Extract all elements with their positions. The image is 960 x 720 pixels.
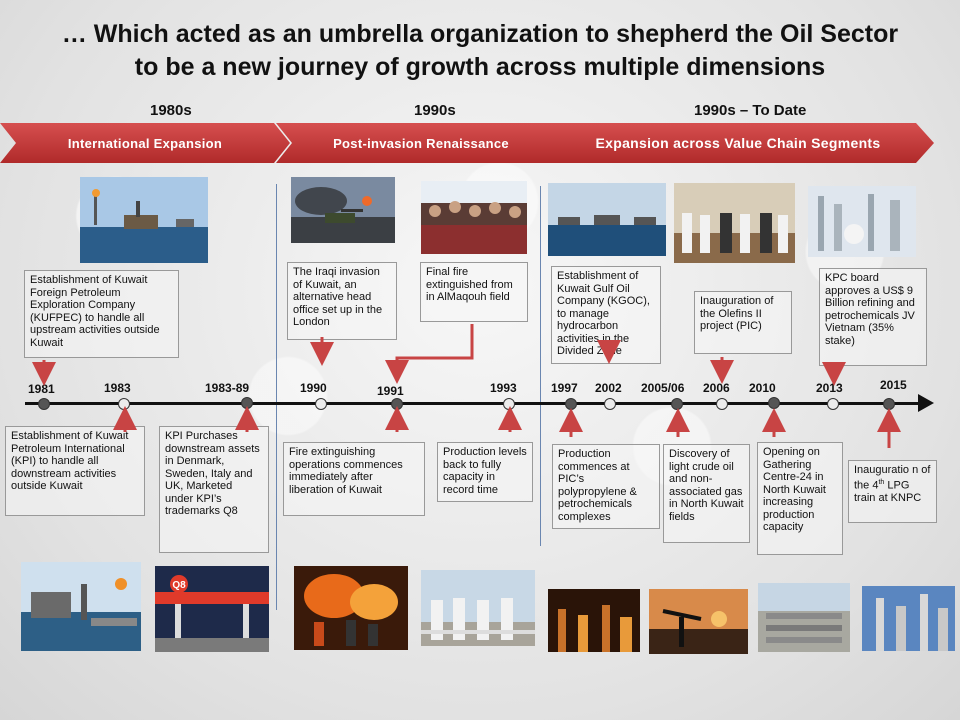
era-divider (540, 186, 541, 546)
banner-label: International Expansion (67, 135, 223, 151)
milestone-dot-2006 (716, 398, 728, 410)
year-label-2005-06: 2005/06 (641, 381, 685, 395)
event-olefins: Inauguration of the Olefins II project (… (694, 291, 792, 354)
event-gathering-centre: Opening on Gathering Centre-24 in North … (757, 442, 843, 555)
officials-visit-photo (421, 570, 535, 646)
title-line-1: … Which acted as an umbrella organizatio… (61, 20, 899, 48)
milestone-dot-1990 (315, 398, 327, 410)
event-kufpec: Establishment of Kuwait Foreign Petroleu… (24, 270, 179, 358)
era-label-1990s: 1990s (414, 102, 456, 119)
offshore-field-photo (548, 183, 666, 256)
timeline-axis (25, 402, 923, 405)
lpg-plant-photo (862, 586, 955, 651)
petrochemical-plant-night-photo (548, 589, 640, 652)
q8-logo: Q8 (172, 580, 186, 591)
year-label-2002: 2002 (595, 381, 622, 395)
offshore-platform-photo (80, 177, 208, 263)
banner-international-expansion: International Expansion (0, 123, 290, 163)
event-kpc-board: KPC board approves a US$ 9 Billion refin… (819, 268, 927, 366)
firefighters-photo (294, 566, 408, 650)
refinery-inspection-photo (808, 186, 916, 257)
event-fire-operations: Fire extinguishing operations commences … (283, 442, 425, 516)
event-lpg-train: Inauguratio n of the 4th LPG train at KN… (848, 460, 937, 523)
gathering-centre-photo (758, 583, 850, 652)
year-label-1991: 1991 (377, 384, 404, 398)
event-production-back: Production levels back to fully capacity… (437, 442, 533, 502)
year-label-1983: 1983 (104, 381, 131, 395)
event-pic-production: Production commences at PIC’s polypropyl… (552, 444, 660, 529)
event-kpi: Establishment of Kuwait Petroleum Intern… (5, 426, 145, 516)
event-final-fire: Final fire extinguished from in AlMaqouh… (420, 262, 528, 322)
q8-station-photo: Q8 (155, 566, 269, 652)
lpg-text-b: LPG train at KNPC (854, 479, 922, 504)
celebration-crowd-photo (421, 181, 527, 254)
banner-post-invasion-renaissance: Post-invasion Renaissance (276, 123, 566, 163)
year-label-1993: 1993 (490, 381, 517, 395)
year-label-2006: 2006 (703, 381, 730, 395)
arrow-bent (385, 324, 474, 384)
burning-oil-tank-photo (291, 177, 395, 243)
page-title: … Which acted as an umbrella organizatio… (0, 18, 960, 84)
year-label-1983-89: 1983-89 (205, 381, 250, 395)
milestone-dot-1981 (38, 398, 50, 410)
event-iraqi-invasion: The Iraqi invasion of Kuwait, an alterna… (287, 262, 397, 340)
lpg-text-a: Inauguratio n of the 4 (854, 464, 931, 492)
lpg-text-sup: th (878, 478, 885, 486)
inauguration-ceremony-photo (674, 183, 795, 263)
event-discovery: Discovery of light crude oil and non-ass… (663, 444, 750, 543)
banner-label: Expansion across Value Chain Segments (595, 135, 881, 151)
era-label-1990s-to-date: 1990s – To Date (694, 102, 807, 119)
banner-value-chain-expansion: Expansion across Value Chain Segments (542, 123, 934, 163)
year-label-1990: 1990 (300, 381, 327, 395)
timeline-arrowhead (918, 394, 934, 412)
era-divider (276, 184, 277, 610)
year-label-2015: 2015 (880, 378, 907, 392)
year-label-1997: 1997 (551, 381, 578, 395)
pumpjack-sunset-photo (649, 589, 748, 654)
year-label-2010: 2010 (749, 381, 776, 395)
offshore-rig-photo (21, 562, 141, 651)
milestone-dot-2002 (604, 398, 616, 410)
banner-label: Post-invasion Renaissance (333, 135, 509, 151)
milestone-dot-2013 (827, 398, 839, 410)
era-label-1980s: 1980s (150, 102, 192, 119)
event-kpi-purchases: KPI Purchases downstream assets in Denma… (159, 426, 269, 553)
title-line-2: to be a new journey of growth across mul… (134, 53, 826, 81)
